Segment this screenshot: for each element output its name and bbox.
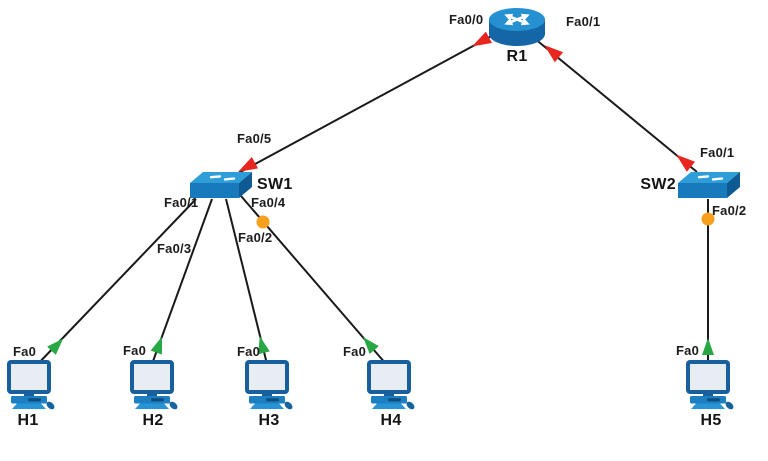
device-sw1[interactable]: SW1 — [188, 170, 293, 200]
device-h1[interactable]: H1 — [7, 360, 58, 429]
red-arrow-r1-fa00 — [472, 31, 493, 47]
link-r1-sw1[interactable] — [232, 32, 498, 177]
if-label-r1-fa00: Fa0/0 — [449, 12, 483, 27]
switch-icon — [188, 170, 254, 200]
if-label-h3-fa0: Fa0 — [237, 344, 260, 359]
if-label-sw2-fa02: Fa0/2 — [712, 203, 746, 218]
device-label-h5: H5 — [700, 412, 721, 429]
device-label-h2: H2 — [142, 412, 163, 429]
if-label-sw1-fa02: Fa0/2 — [238, 230, 272, 245]
green-arrow-h1 — [47, 338, 64, 355]
link-sw1-h2[interactable] — [151, 198, 213, 365]
device-h5[interactable]: H5 — [686, 360, 737, 429]
host-icon — [7, 360, 58, 413]
red-arrow-sw1-fa05 — [238, 157, 259, 172]
link-sw1-h1[interactable] — [34, 198, 197, 368]
green-arrow-h5 — [702, 338, 714, 355]
host-icon — [130, 360, 181, 413]
device-label-r1: R1 — [506, 48, 527, 65]
device-h3[interactable]: H3 — [245, 360, 296, 429]
link-r1-sw2[interactable] — [533, 37, 698, 173]
link-markers — [47, 31, 715, 355]
orange-dot-sw2-fa02-link — [701, 212, 715, 226]
if-label-sw1-fa03: Fa0/3 — [157, 241, 191, 256]
red-arrow-r1-fa01 — [544, 45, 564, 63]
device-label-sw1: SW1 — [257, 176, 293, 193]
if-label-sw2-fa01: Fa0/1 — [700, 145, 734, 160]
if-label-h2-fa0: Fa0 — [123, 343, 146, 358]
green-arrow-h4 — [363, 337, 379, 354]
if-label-h1-fa0: Fa0 — [13, 344, 36, 359]
if-label-sw1-fa05: Fa0/5 — [237, 131, 271, 146]
link-sw1-h3[interactable] — [225, 198, 268, 365]
links — [34, 32, 709, 368]
host-icon — [367, 360, 418, 413]
host-icon — [245, 360, 296, 413]
if-label-r1-fa01: Fa0/1 — [566, 14, 600, 29]
interface-labels: Fa0/0 Fa0/1 Fa0/5 Fa0/1 Fa0/4 Fa0/3 Fa0/… — [13, 12, 746, 359]
if-label-sw1-fa01: Fa0/1 — [164, 195, 198, 210]
green-arrow-h2 — [150, 336, 163, 355]
router-icon — [489, 8, 545, 46]
device-label-h3: H3 — [258, 412, 279, 429]
device-label-h4: H4 — [380, 412, 401, 429]
orange-dot-sw1-fa04-link — [256, 215, 270, 229]
if-label-h4-fa0: Fa0 — [343, 344, 366, 359]
device-r1[interactable]: R1 — [489, 8, 545, 65]
red-arrow-sw2-fa01 — [676, 154, 696, 172]
device-h2[interactable]: H2 — [130, 360, 181, 429]
switch-icon — [676, 170, 742, 200]
device-label-sw2: SW2 — [640, 176, 676, 193]
if-label-h5-fa0: Fa0 — [676, 343, 699, 358]
device-sw2[interactable]: SW2 — [640, 170, 742, 200]
device-label-h1: H1 — [17, 412, 38, 429]
green-arrow-h3 — [258, 336, 270, 355]
host-icon — [686, 360, 737, 413]
device-h4[interactable]: H4 — [367, 360, 418, 429]
if-label-sw1-fa04: Fa0/4 — [251, 195, 286, 210]
